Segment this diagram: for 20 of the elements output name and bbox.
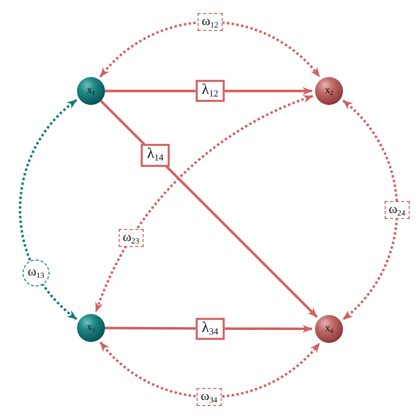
sphere-node xyxy=(77,314,105,342)
node-label: x$_{2}$ xyxy=(324,86,334,96)
edge-label: λ$_{12}$ xyxy=(196,80,224,102)
double-headed-arrow xyxy=(99,20,321,78)
node-label: x$_{3}$ xyxy=(86,323,96,333)
sphere-node xyxy=(77,77,105,105)
edge-label: ω$_{23}$ xyxy=(118,229,144,247)
edge-label: λ$_{14}$ xyxy=(140,144,170,166)
sphere-node xyxy=(315,77,343,105)
double-headed-arrow xyxy=(99,341,320,398)
double-headed-arrow xyxy=(18,98,78,320)
node-label: x$_{1}$ xyxy=(86,86,96,96)
sphere-node xyxy=(315,315,343,343)
edge-label: ω$_{24}$ xyxy=(384,201,410,219)
edge-label: ω$_{13}$ xyxy=(22,260,50,286)
edge-label: λ$_{34}$ xyxy=(196,317,224,340)
edge-label: ω$_{12}$ xyxy=(198,13,222,31)
edge-label: ω$_{34}$ xyxy=(196,388,222,406)
node-label: x$_{4}$ xyxy=(324,324,334,334)
double-headed-arrow xyxy=(342,100,398,320)
